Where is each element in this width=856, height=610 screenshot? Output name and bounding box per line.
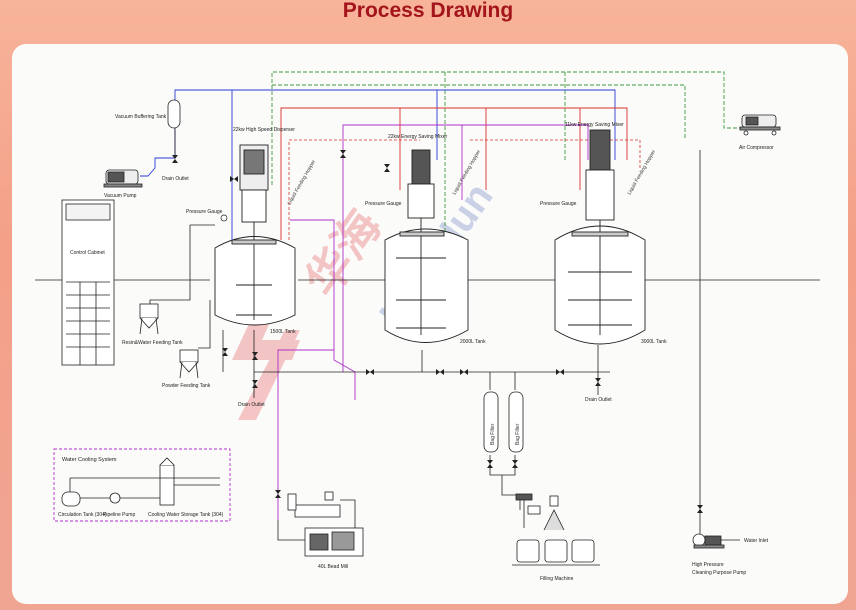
label-drain-outlet-3: Drain Outlet xyxy=(585,397,612,403)
label-high-speed-disperser: 22kw High Speed Disperser xyxy=(233,127,295,133)
label-hp-pump-line1: High Pressure xyxy=(692,562,724,568)
label-pressure-gauge-2: Pressure Gauge xyxy=(365,201,402,207)
label-bag-filter-1: Bag Filter xyxy=(490,423,496,445)
red-line xyxy=(280,107,628,240)
label-liquid-feeding-hopper-3: Liquid Feeding Hopper xyxy=(627,149,658,196)
label-drain-outlet-2: Drain Outlet xyxy=(238,402,265,408)
label-resin-water-feeding-tank: Resin&Water Feeding Tank xyxy=(122,340,183,346)
label-control-cabinet: Control Cabinet xyxy=(70,250,105,256)
label-cooling-water-storage-tank: Cooling Water Storage Tank (304) xyxy=(148,512,224,518)
label-vacuum-buffering-tank: Vacuum Buffering Tank xyxy=(115,114,167,120)
label-liquid-feeding-hopper-1: Liquid Feeding Hopper xyxy=(287,159,318,206)
air-compressor xyxy=(739,114,781,136)
air-line xyxy=(271,71,740,240)
resin-water-feeding-tank xyxy=(139,303,159,335)
label-pressure-gauge-1: Pressure Gauge xyxy=(186,209,223,215)
valve-icons xyxy=(172,150,703,513)
filling-machine xyxy=(512,493,600,566)
label-tank-1500: 1500L Tank xyxy=(270,329,296,335)
pressure-gauge-icon xyxy=(220,214,228,222)
label-tank-2000: 2000L Tank xyxy=(460,339,486,345)
label-mixer-3000: 11kw Energy Saving Mixer xyxy=(565,122,624,128)
vacuum-line xyxy=(140,89,616,240)
label-pressure-gauge-3: Pressure Gauge xyxy=(540,201,577,207)
label-water-cooling-system: Water Cooling System xyxy=(62,457,117,463)
tank-3000l xyxy=(554,129,646,345)
label-circulation-tank: Circulation Tank (304) xyxy=(58,512,107,518)
label-mixer-2000: 22kw Energy Saving Mixer xyxy=(388,134,448,140)
label-hp-pump-line2: Cleaning Purpose Pump xyxy=(692,570,746,576)
powder-feeding-tank xyxy=(179,349,199,379)
label-bag-filter-2: Bag Filter xyxy=(515,423,521,445)
control-cabinet xyxy=(61,199,115,366)
label-water-inlet: Water Inlet xyxy=(744,538,769,544)
purple-line xyxy=(277,124,589,520)
vacuum-buffering-tank xyxy=(167,99,181,129)
label-powder-feeding-tank: Powder Feeding Tank xyxy=(162,383,211,389)
bag-filter-2 xyxy=(508,391,524,453)
vacuum-pump xyxy=(103,169,143,188)
bead-mill xyxy=(287,491,364,557)
label-bead-mill: 40L Bead Mill xyxy=(318,564,348,570)
tank-1500l xyxy=(214,144,296,326)
red-dashed-line xyxy=(288,139,641,240)
label-filling-machine: Filling Machine xyxy=(540,576,574,582)
water-cooling-system xyxy=(53,448,231,522)
label-tank-3000: 3000L Tank xyxy=(641,339,667,345)
label-pipeline-pump: Pipeline Pump xyxy=(103,512,135,518)
tank-2000l xyxy=(384,149,469,343)
page-title: Process Drawing xyxy=(342,0,514,22)
label-vacuum-pump: Vacuum Pump xyxy=(104,193,137,199)
bag-filter-1 xyxy=(483,391,499,453)
label-air-compressor: Air Compressor xyxy=(739,145,774,151)
label-drain-outlet-1: Drain Outlet xyxy=(162,176,189,182)
high-pressure-pump xyxy=(692,533,725,549)
